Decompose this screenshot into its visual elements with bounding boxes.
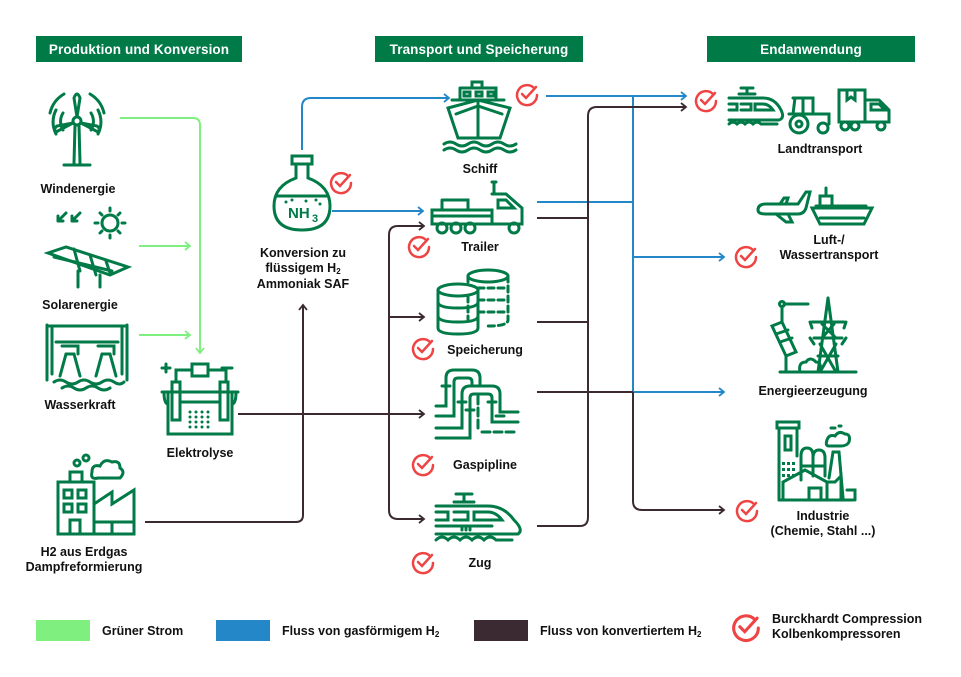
- label-train: Zug: [468, 556, 492, 570]
- legend-label-gas: Fluss von gasförmigem H2: [282, 624, 439, 640]
- flow-green-wind: [120, 117, 201, 172]
- header-end-use: Endanwendung: [707, 36, 915, 62]
- label-solar: Solarenergie: [42, 298, 118, 312]
- ship-icon: [442, 80, 518, 154]
- label-industry-line1: Industrie: [796, 509, 850, 523]
- factory-icon: [56, 453, 136, 536]
- legend-check-icon: [732, 614, 760, 643]
- check-icon-air-water: [734, 245, 758, 269]
- label-steam-reforming: H2 aus Erdgas Dampfreformierung: [14, 545, 154, 575]
- legend-compressor-line2: Kolbenkompressoren: [772, 627, 901, 641]
- legend-swatch-converted: [474, 620, 528, 641]
- check-icon-trailer: [407, 235, 431, 259]
- label-industry-line2: (Chemie, Stahl ...): [770, 524, 876, 538]
- flask-nh3-icon: NH 3: [272, 154, 332, 232]
- check-icon-pipeline: [411, 453, 435, 477]
- flow-dark-steam: [145, 303, 308, 523]
- legend-converted-sub: 2: [697, 630, 702, 639]
- power-pylon-icon: [770, 296, 858, 374]
- label-pipeline: Gaspipline: [453, 458, 517, 472]
- label-energy: Energieerzeugung: [758, 384, 868, 398]
- label-steam-line2: Dampfreformierung: [25, 560, 143, 574]
- legend-label-green: Grüner Strom: [102, 624, 184, 638]
- legend-label-converted: Fluss von konvertiertem H2: [540, 624, 701, 640]
- flask-nh3-text: NH: [288, 205, 310, 222]
- label-industry: Industrie (Chemie, Stahl ...): [748, 509, 898, 539]
- check-icon-ship: [515, 83, 539, 107]
- wind-turbine-icon: [48, 92, 106, 167]
- land-vehicles-icon: [727, 86, 891, 135]
- label-air-water-line1: Luft-/: [813, 233, 845, 247]
- flow-dark-train-out: [537, 516, 589, 527]
- label-conversion-line3: Ammoniak SAF: [256, 277, 350, 291]
- label-conversion-sub: 2: [336, 267, 341, 276]
- train-icon: [434, 492, 522, 543]
- header-production: Produktion und Konversion: [36, 36, 242, 62]
- label-air-water: Luft-/ Wassertransport: [764, 233, 894, 263]
- flow-dark-to-train: [388, 509, 426, 524]
- check-icon-storage: [411, 337, 435, 361]
- check-icon-conversion: [329, 171, 353, 195]
- legend-converted-text: Fluss von konvertiertem H: [540, 624, 697, 638]
- label-electrolysis: Elektrolyse: [166, 446, 234, 460]
- industry-icon: [775, 420, 857, 502]
- label-conversion-line2: flüssigem H: [265, 261, 337, 275]
- flow-dark-distribution: [388, 221, 426, 510]
- flow-dark-bus: [587, 102, 688, 517]
- label-trailer: Trailer: [461, 240, 499, 254]
- label-air-water-line2: Wassertransport: [779, 248, 879, 262]
- solar-panel-icon: [44, 206, 132, 289]
- check-icon-industry: [735, 499, 759, 523]
- plane-ship-icon: [756, 186, 875, 226]
- check-icon-land: [694, 89, 718, 113]
- label-storage: Speicherung: [447, 343, 523, 357]
- label-conversion-line1: Konversion zu: [259, 246, 347, 260]
- label-conversion: Konversion zu flüssigem H2 Ammoniak SAF: [238, 246, 368, 292]
- electrolyzer-icon: [160, 362, 240, 436]
- check-icon-train: [411, 551, 435, 575]
- flask-nh3-sub: 3: [312, 213, 318, 225]
- label-ship: Schiff: [462, 162, 498, 176]
- legend-swatch-gas: [216, 620, 270, 641]
- storage-tanks-icon: [436, 268, 510, 336]
- label-land-transport: Landtransport: [777, 142, 863, 156]
- label-steam-line1: H2 aus Erdgas: [40, 545, 128, 559]
- legend-gas-sub: 2: [434, 630, 440, 639]
- truck-trailer-icon: [430, 180, 524, 235]
- legend-swatch-green: [36, 620, 90, 641]
- legend-gas-text: Fluss von gasförmigem H: [282, 624, 435, 638]
- legend-compressor-line1: Burckhardt Compression: [772, 612, 923, 626]
- pipeline-icon: [434, 368, 520, 440]
- flow-blue-to-ship: [301, 93, 451, 150]
- label-wind: Windenergie: [40, 182, 116, 196]
- hydro-dam-icon: [45, 323, 129, 392]
- legend-label-compressor: Burckhardt Compression Kolbenkompressore…: [772, 612, 922, 642]
- flow-dark-to-industry: [632, 392, 726, 515]
- label-hydro: Wasserkraft: [44, 398, 116, 412]
- header-transport: Transport und Speicherung: [375, 36, 583, 62]
